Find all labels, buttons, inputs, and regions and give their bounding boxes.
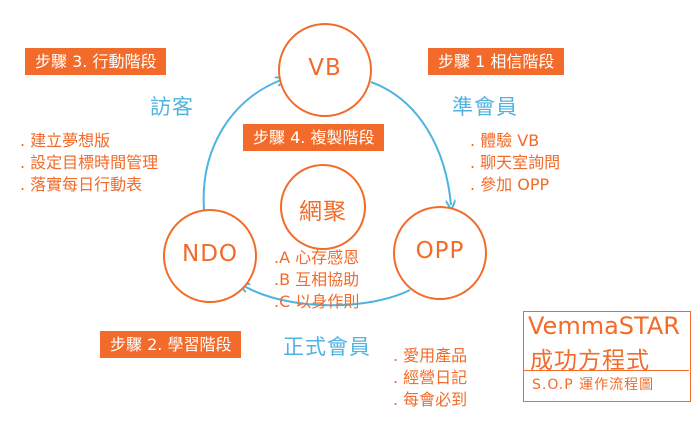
brand-box [523,311,691,402]
list-item: .A 心存感恩 [274,248,360,267]
list-item: . 參加 OPP [470,175,550,194]
list-item: . 建立夢想版 [20,131,111,150]
list-item: . 聊天室詢問 [470,153,561,172]
brand-subtitle: 成功方程式 [530,348,650,374]
ndo-node-label: NDO [181,241,239,267]
belief-list: . 體驗 VB . 聊天室詢問 . 參加 OPP [470,130,560,196]
brand-name: VemmaSTAR [528,312,680,340]
step4-label: 步驟 4. 複製階段 [243,124,385,151]
action-list: . 建立夢想版 . 設定目標時間管理 . 落實每日行動表 [20,130,158,196]
list-item: . 愛用產品 [393,346,468,365]
center-circle [280,164,366,250]
step1-label: 步驟 1 相信階段 [428,48,565,75]
list-item: . 設定目標時間管理 [20,153,159,172]
brand-divider [524,370,689,371]
opp-circle [393,206,487,300]
vb-circle [278,23,372,117]
center-node-label: 網聚 [299,199,347,225]
flow-arrow-opp-to-ndo [244,286,411,307]
flow-arrow-vb-to-opp [370,81,451,205]
brand-sop-label: S.O.P 運作流程圖 [532,377,655,393]
step3-label: 步驟 3. 行動階段 [25,48,167,75]
step2-label: 步驟 2. 學習階段 [100,331,242,358]
visitor-role-label: 訪客 [150,95,194,119]
list-item: . 經營日記 [393,368,468,387]
opp-node-label: OPP [415,238,465,264]
list-item: . 每會必到 [393,390,468,409]
prospect-role-label: 準會員 [452,95,518,119]
ndo-circle [163,209,257,303]
list-item: . 落實每日行動表 [20,175,143,194]
member-role-label: 正式會員 [283,335,371,359]
center-list: .A 心存感恩 .B 互相協助 .C 以身作則 [274,247,359,313]
list-item: .C 以身作則 [274,292,360,311]
flow-arrow-ndo-to-vb [202,80,281,211]
list-item: . 體驗 VB [470,131,540,150]
list-item: .B 互相協助 [274,270,360,289]
learning-list: . 愛用產品 . 經營日記 . 每會必到 [393,345,467,411]
vb-node-label: VB [308,55,342,81]
